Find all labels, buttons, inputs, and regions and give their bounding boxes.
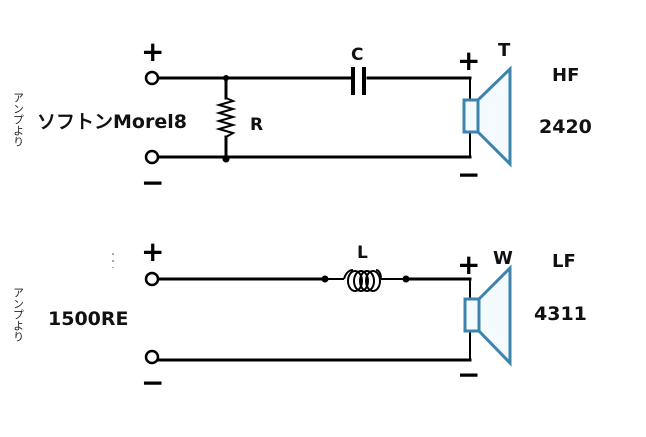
lf-amp-input-label: アンプより <box>12 287 25 342</box>
lf-input-plus: + <box>141 235 164 268</box>
lf-model-label: 4311 <box>534 303 587 325</box>
lf-band-label: LF <box>552 251 576 272</box>
hf-model-label: 2420 <box>539 116 592 138</box>
woofer-speaker-icon <box>463 264 512 367</box>
hf-junction-bottom <box>222 155 230 163</box>
resistor-icon <box>215 75 237 163</box>
woofer-label: W <box>493 248 513 269</box>
lf-speaker-plus: + <box>457 248 480 281</box>
hf-input-terminal-plus <box>144 70 160 86</box>
resistor-label: R <box>250 115 263 135</box>
capacitor-label: C <box>351 45 363 65</box>
hf-amp-input-label: アンプより <box>12 92 25 147</box>
hf-speaker-minus: − <box>457 158 480 191</box>
hf-speaker-plus: + <box>457 44 480 77</box>
capacitor-icon <box>351 67 366 95</box>
tweeter-label: T <box>498 40 511 61</box>
hf-input-terminal-minus <box>144 149 160 165</box>
lf-input-minus: − <box>141 366 164 399</box>
lf-source-label: 1500RE <box>48 308 129 330</box>
lf-input-terminal-minus <box>144 349 160 365</box>
hf-source-label: ソフトンMorel8 <box>37 111 187 133</box>
tweeter-speaker-icon <box>462 65 512 168</box>
lf-speaker-minus: − <box>457 358 480 391</box>
inductor-label: L <box>357 243 368 263</box>
lf-section: アンプより 1500RE + − L + − <box>12 235 587 399</box>
inductor-icon <box>321 269 410 292</box>
hf-input-plus: + <box>141 35 164 68</box>
hf-band-label: HF <box>552 65 579 86</box>
hf-input-minus: − <box>141 166 164 199</box>
hf-section: アンプより ソフトンMorel8 + − R C + − <box>12 35 592 199</box>
lf-input-terminal-plus <box>144 271 160 287</box>
